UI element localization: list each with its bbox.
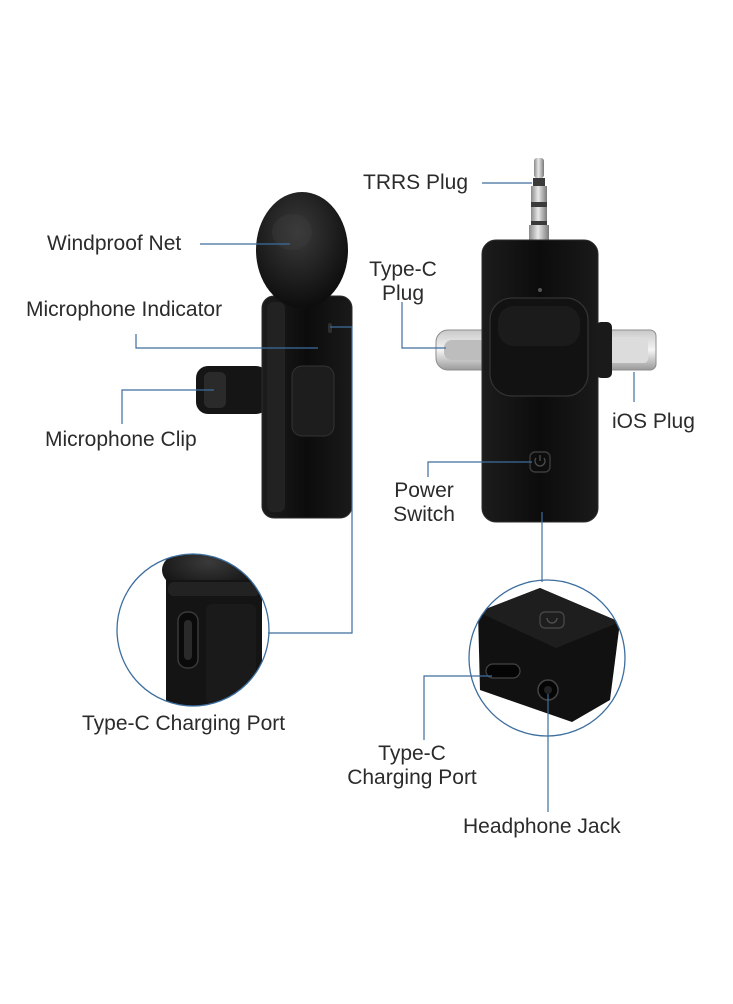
windproof-net-shape — [256, 192, 348, 308]
label-type-c-charging-port-right-line1: Type-C — [378, 742, 446, 765]
charging-port-closeup-left — [116, 553, 270, 707]
label-windproof-net: Windproof Net — [47, 232, 182, 255]
label-type-c-charging-port-right: Type-C Charging Port — [332, 742, 492, 790]
leader-lines — [121, 182, 635, 812]
label-trrs-plug: TRRS Plug — [363, 171, 469, 194]
label-type-c-plug-line1: Type-C — [369, 258, 437, 281]
receiver-device — [435, 158, 657, 523]
microphone-transmitter — [196, 192, 353, 519]
label-microphone-indicator: Microphone Indicator — [26, 298, 223, 321]
label-type-c-charging-port-right-line2: Charging Port — [347, 766, 477, 789]
label-type-c-plug-line2: Plug — [381, 282, 425, 305]
label-type-c-plug: Type-C Plug — [358, 258, 448, 306]
label-power-switch-line2: Switch — [393, 503, 455, 526]
closeup-ring-left — [116, 553, 270, 707]
label-headphone-jack: Headphone Jack — [463, 815, 621, 838]
label-microphone-clip: Microphone Clip — [45, 428, 197, 451]
closeup-ring-right — [468, 579, 626, 737]
label-power-switch: Power Switch — [379, 479, 469, 527]
label-power-switch-line1: Power — [394, 479, 454, 502]
label-type-c-charging-port-left: Type-C Charging Port — [82, 712, 286, 735]
label-ios-plug: iOS Plug — [612, 410, 695, 433]
receiver-bottom-closeup — [468, 579, 626, 737]
microphone-button — [291, 365, 335, 437]
